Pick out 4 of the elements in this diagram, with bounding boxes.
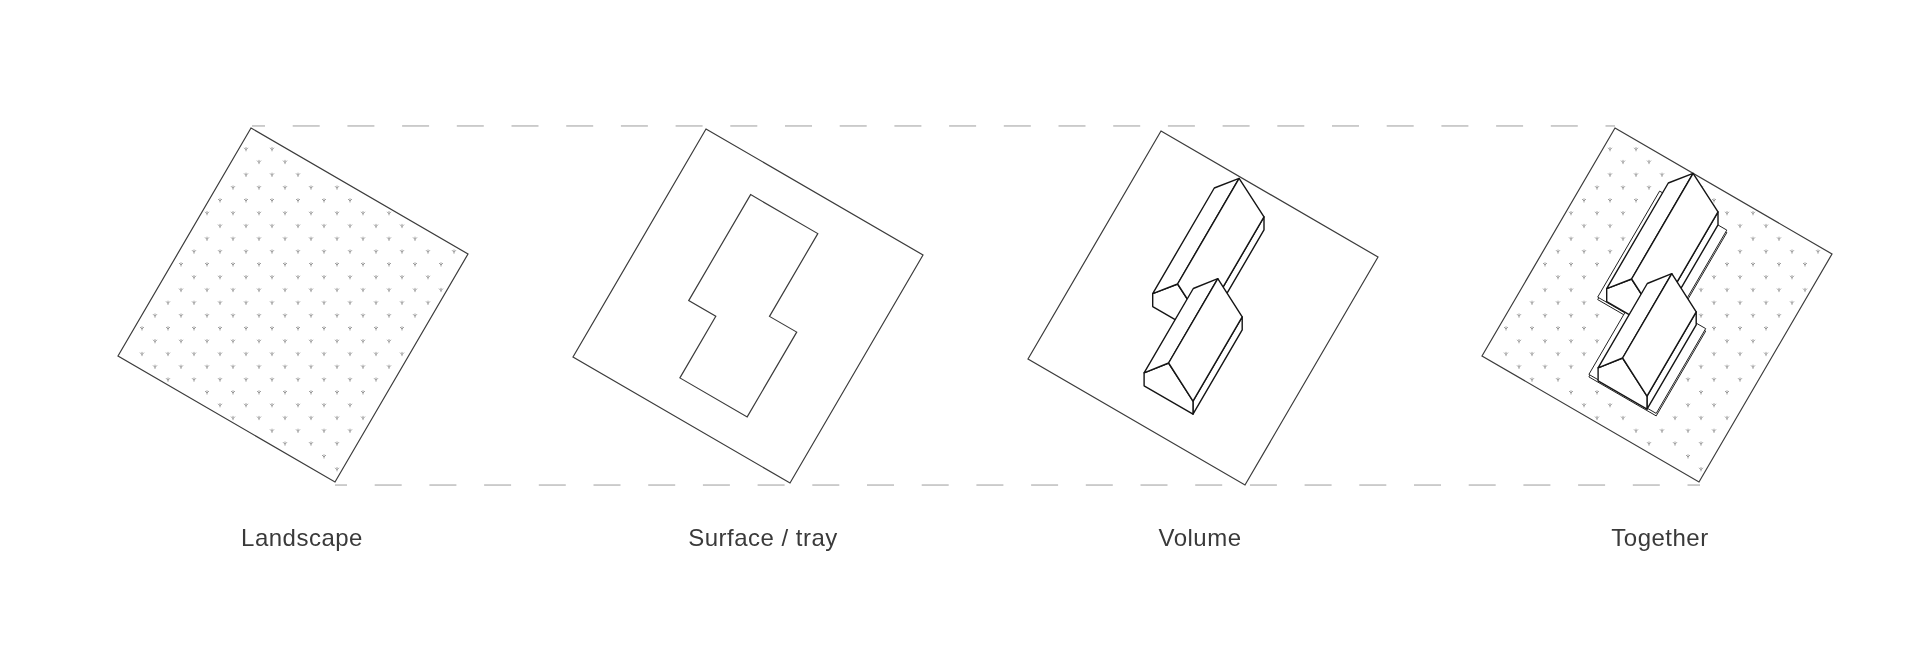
drawing-caption: Landscape xyxy=(241,526,363,550)
drawing-caption: Surface / tray xyxy=(688,526,838,550)
drawing-caption: Volume xyxy=(1158,526,1242,550)
drawing-caption: Together xyxy=(1611,526,1709,550)
